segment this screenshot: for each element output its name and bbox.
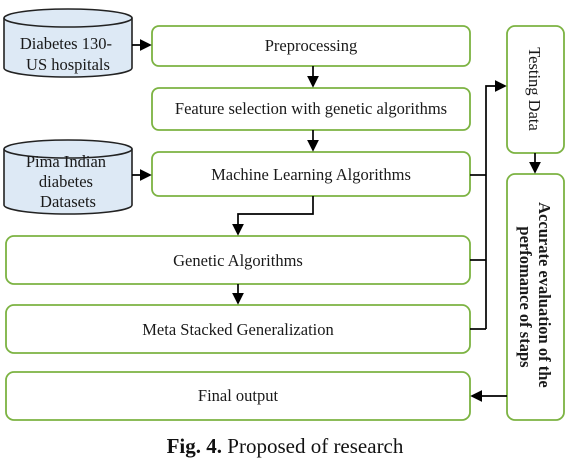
- figure-title: Proposed of research: [227, 434, 404, 458]
- ml-algorithms-label: Machine Learning Algorithms: [211, 165, 411, 184]
- pima-indian-database: Pima Indian diabetes Datasets: [3, 139, 133, 215]
- arrow-collector-to-testing: [485, 80, 507, 329]
- ml-algorithms-box: Machine Learning Algorithms: [151, 151, 471, 197]
- final-output-label: Final output: [198, 386, 279, 405]
- diabetes-db-line-1: Diabetes 130-: [20, 34, 112, 53]
- arrow-ml-to-genetic: [232, 196, 314, 236]
- evaluation-line-2: perfomance of staps: [516, 226, 535, 368]
- pima-db-line-1: Pima Indian: [26, 152, 106, 171]
- genetic-algorithms-label: Genetic Algorithms: [173, 251, 303, 270]
- pima-db-line-3: Datasets: [40, 192, 96, 211]
- pima-db-line-2: diabetes: [39, 172, 93, 191]
- genetic-algorithms-box: Genetic Algorithms: [5, 235, 471, 285]
- evaluation-box: Accurate evaluation of the perfomance of…: [506, 173, 565, 421]
- figure-caption: Fig. 4. Proposed of research: [0, 434, 570, 459]
- diabetes-db-line-2: US hospitals: [26, 55, 110, 74]
- meta-stacked-label: Meta Stacked Generalization: [142, 320, 334, 339]
- figure-number: Fig. 4.: [166, 434, 223, 458]
- testing-data-box: Testing Data: [506, 25, 565, 154]
- connectors: [132, 39, 541, 402]
- evaluation-line-1: Accurate evaluation of the: [535, 202, 554, 388]
- preprocessing-label: Preprocessing: [265, 36, 358, 55]
- feature-selection-label: Feature selection with genetic algorithm…: [175, 99, 447, 118]
- meta-stacked-box: Meta Stacked Generalization: [5, 304, 471, 354]
- svg-text:Accurate evaluation of the: Accurate evaluation of the perfomance of…: [516, 202, 554, 392]
- svg-text:Pima Indian diabetes: Pima Indian diabetes Datasets: [26, 152, 110, 211]
- svg-text:Diabetes 130- US hospita: Diabetes 130- US hospitals: [20, 34, 116, 74]
- svg-text:Testing Data: Testing Data: [525, 47, 544, 131]
- diabetes-hospitals-database: Diabetes 130- US hospitals: [3, 8, 133, 78]
- testing-data-label: Testing Data: [525, 47, 544, 131]
- feature-selection-box: Feature selection with genetic algorithm…: [151, 87, 471, 131]
- preprocessing-box: Preprocessing: [151, 25, 471, 67]
- final-output-box: Final output: [5, 371, 471, 421]
